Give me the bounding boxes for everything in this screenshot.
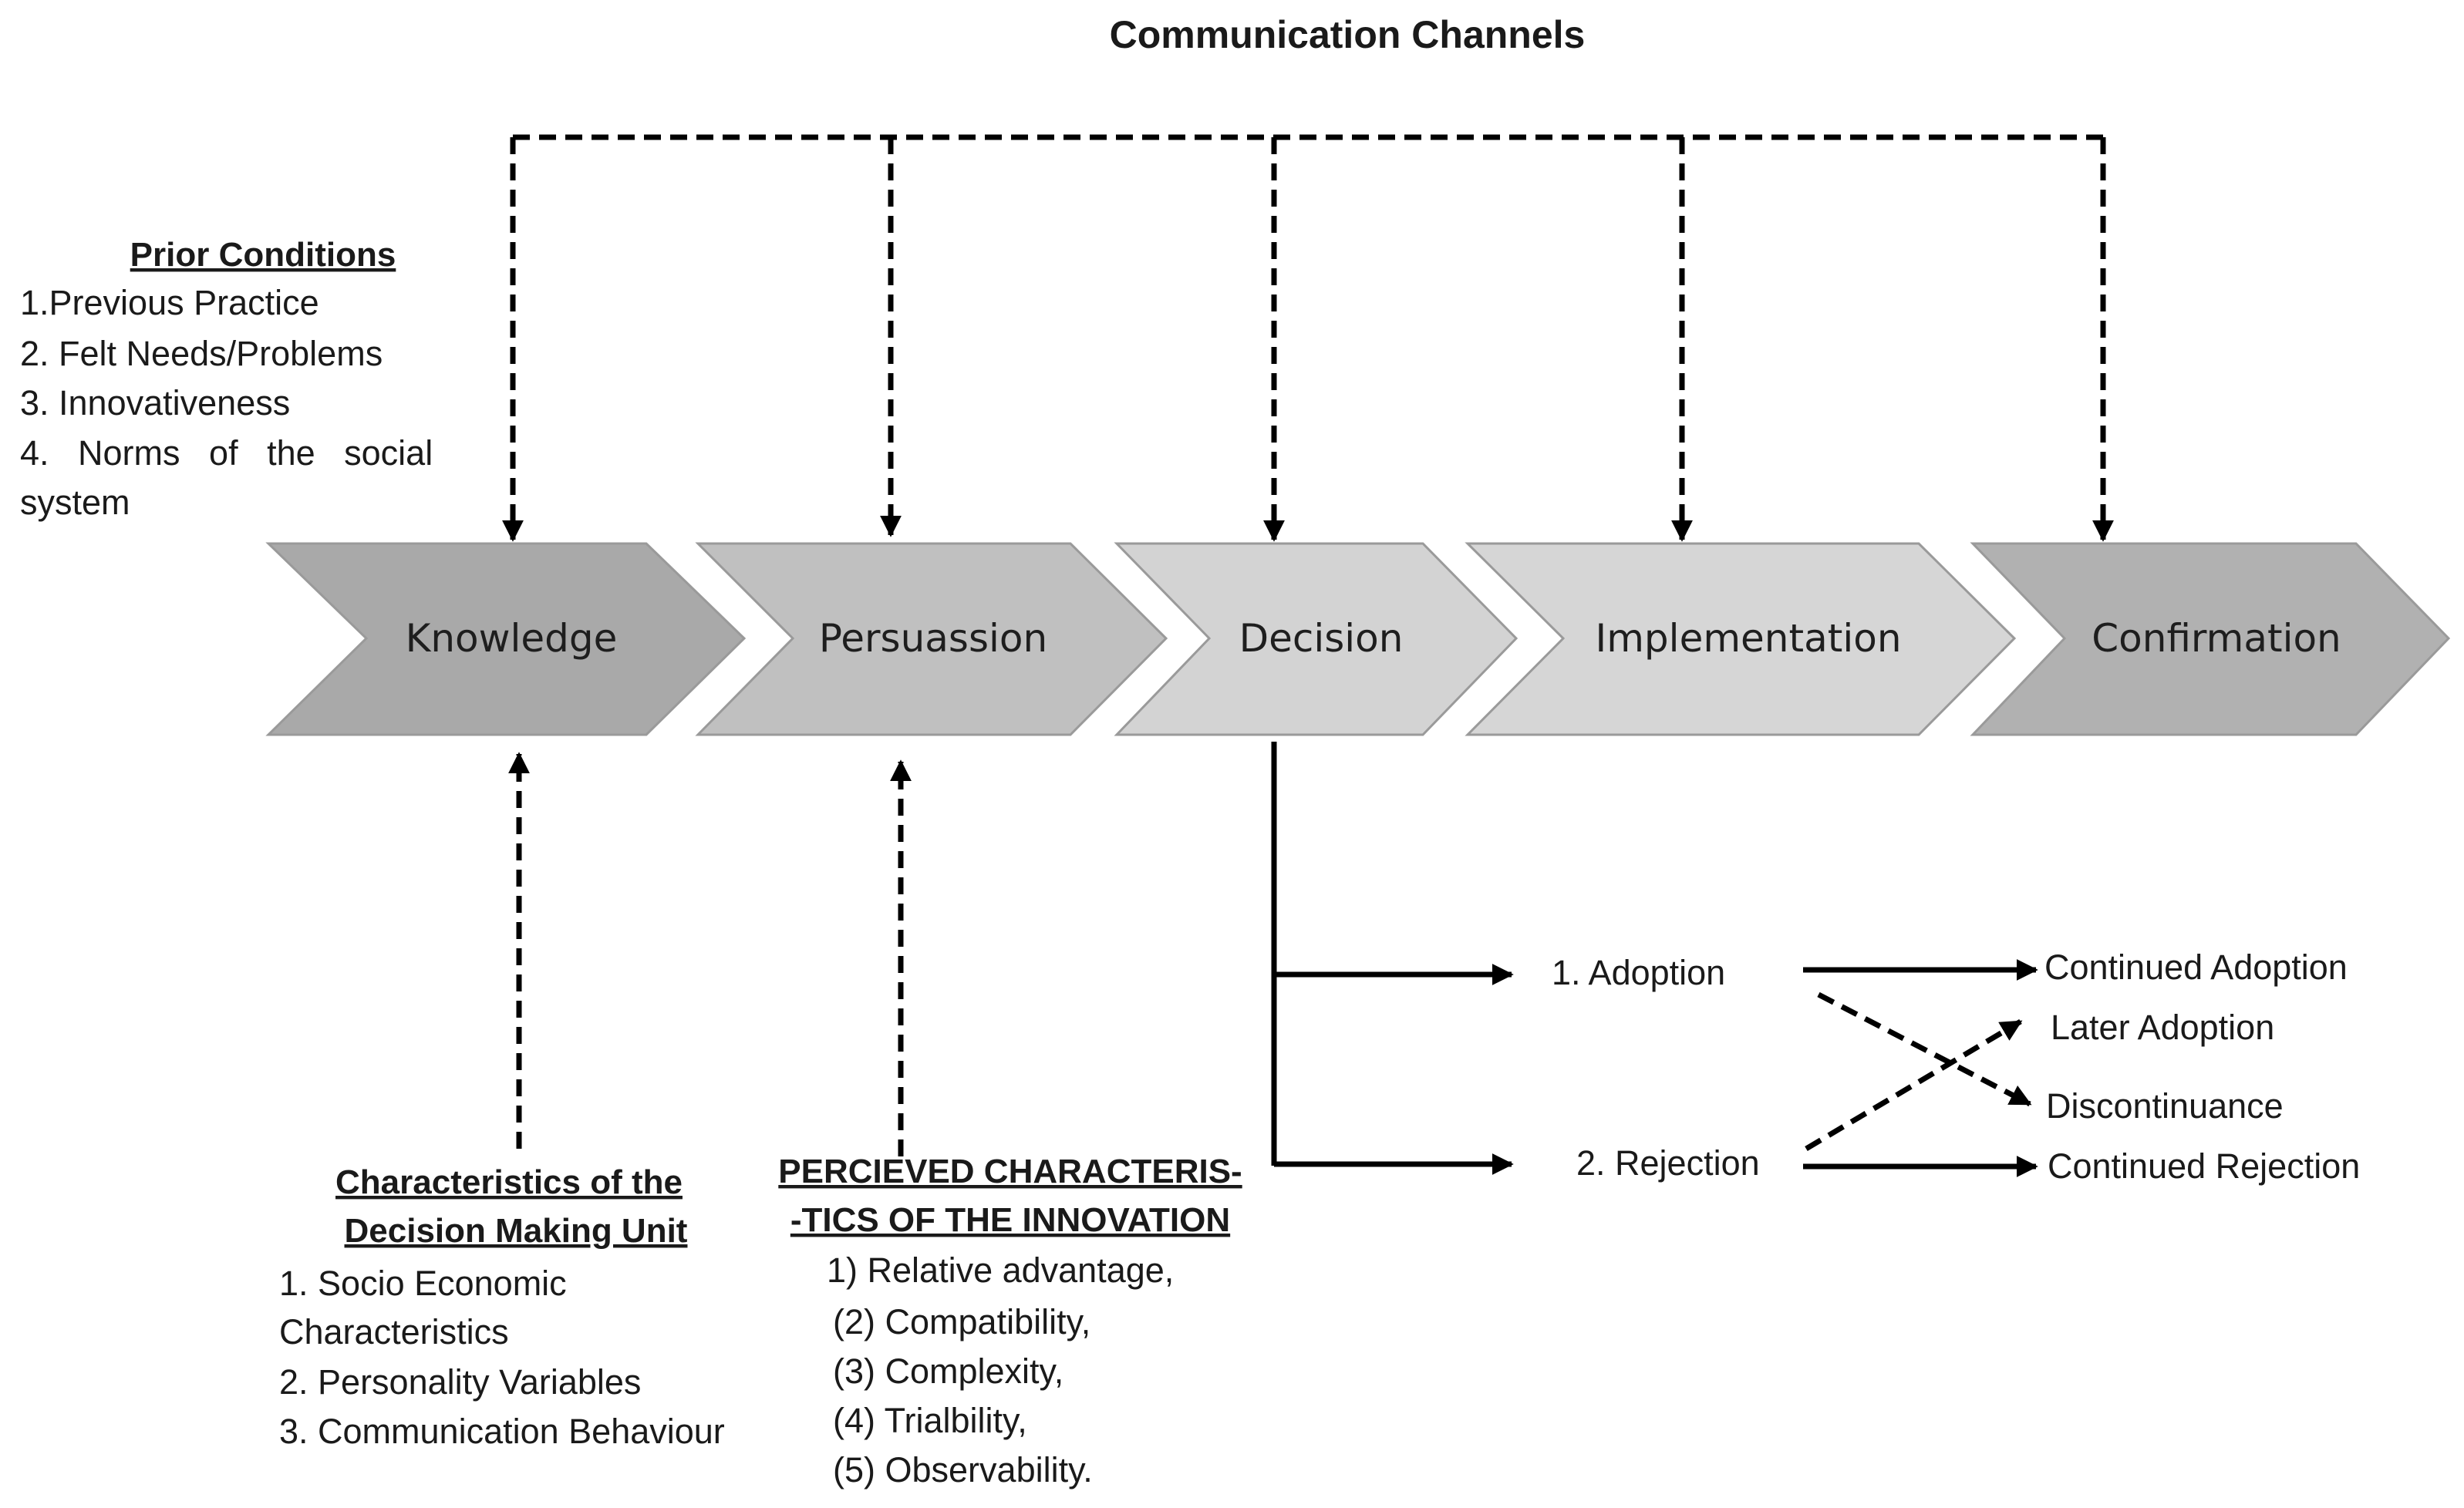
prior-conditions-block: Prior Conditions 1.Previous Practice 2. … <box>20 236 433 522</box>
later-adoption-arrow <box>1805 1018 2023 1152</box>
outcomes-block: 1. Adoption 2. Rejection Continued Adopt… <box>1552 948 2360 1186</box>
stage-label: Decision <box>1239 616 1404 661</box>
continued-adoption-label: Continued Adoption <box>2044 948 2348 987</box>
decision-unit-item: 2. Personality Variables <box>279 1362 641 1402</box>
stage-decision: Decision <box>1114 542 1519 736</box>
decision-unit-block: Characteristics of the Decision Making U… <box>279 1163 725 1451</box>
stage-label: Persuassion <box>819 616 1047 661</box>
discontinuance-label: Discontinuance <box>2046 1086 2284 1126</box>
diagram-title: Communication Channels <box>1110 13 1586 56</box>
decision-branches <box>1271 742 1514 1175</box>
innovation-item: (2) Compatibility, <box>833 1302 1090 1341</box>
stage-label: Knowledge <box>406 616 618 661</box>
later-adoption-label: Later Adoption <box>2051 1008 2274 1047</box>
continued-rejection-label: Continued Rejection <box>2048 1146 2360 1186</box>
innovation-heading: PERCIEVED CHARACTERIS- <box>778 1153 1242 1190</box>
decision-unit-heading: Characteristics of the <box>335 1163 683 1201</box>
prior-condition-item: 2. Felt Needs/Problems <box>20 334 383 373</box>
innovation-item: 1) Relative advantage, <box>827 1250 1174 1290</box>
stage-label: Implementation <box>1595 616 1901 661</box>
stage-knowledge: Knowledge <box>265 542 747 736</box>
innovation-item: (4) Trialbility, <box>833 1401 1027 1440</box>
innovation-heading: -TICS OF THE INNOVATION <box>790 1201 1230 1239</box>
adoption-label: 1. Adoption <box>1552 953 1725 992</box>
innovation-characteristics-block: PERCIEVED CHARACTERIS- -TICS OF THE INNO… <box>778 1153 1242 1489</box>
stage-implementation: Implementation <box>1465 542 2017 736</box>
rejection-label: 2. Rejection <box>1576 1143 1760 1183</box>
prior-condition-item: 4. Norms of the social <box>20 433 433 473</box>
communication-channels-connector <box>502 134 2114 542</box>
decision-unit-item: 1. Socio Economic <box>279 1264 567 1303</box>
decision-unit-item: 3. Communication Behaviour <box>279 1412 725 1451</box>
prior-condition-item: 1.Previous Practice <box>20 283 319 322</box>
stages-row: Knowledge Persuassion Decision Implement… <box>265 542 2451 736</box>
discontinuance-arrow <box>1817 991 2032 1107</box>
prior-condition-item: 3. Innovativeness <box>20 383 290 422</box>
prior-conditions-heading: Prior Conditions <box>130 236 396 274</box>
decision-unit-item: Characteristics <box>279 1312 509 1351</box>
stage-persuasion: Persuassion <box>695 542 1168 736</box>
prior-condition-item: system <box>20 483 130 522</box>
stage-confirmation: Confirmation <box>1970 542 2451 736</box>
stage-label: Confirmation <box>2092 616 2341 661</box>
innovation-item: (5) Observability. <box>833 1450 1093 1489</box>
decision-unit-heading: Decision Making Unit <box>345 1212 688 1250</box>
innovation-item: (3) Complexity, <box>833 1351 1063 1391</box>
